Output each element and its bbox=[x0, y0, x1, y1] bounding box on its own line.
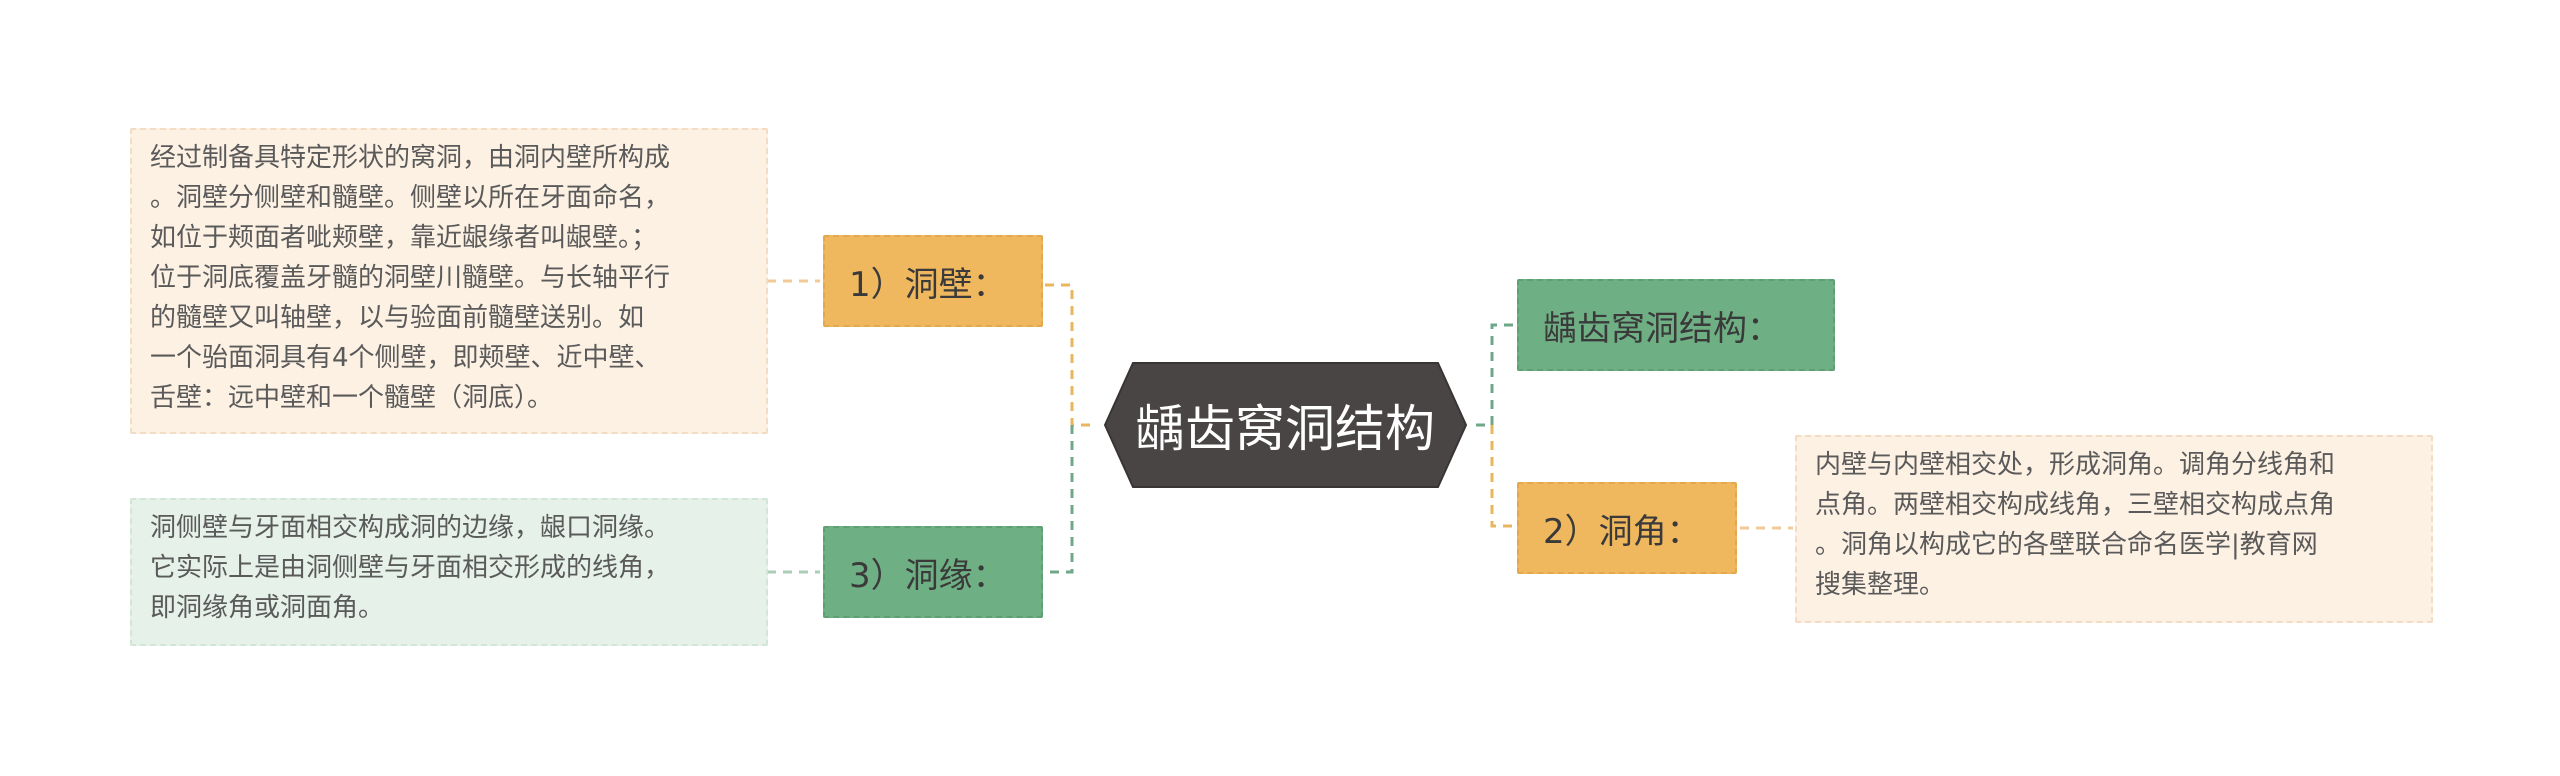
note-dongjiao: 内壁与内壁相交处，形成洞角。调角分线角和 点角。两壁相交构成线角，三壁相交构成点… bbox=[1795, 435, 2433, 623]
root-node-label[interactable]: 龋齿窝洞结构 bbox=[1135, 400, 1435, 458]
branch-jiegou[interactable]: 龋齿窝洞结构： bbox=[1517, 279, 1835, 371]
connector-root-to-dongjiao bbox=[1490, 425, 1515, 528]
connector-root-to-jiegou bbox=[1476, 323, 1515, 427]
branch-dongyuan[interactable]: 3）洞缘： bbox=[823, 526, 1043, 618]
root-node-shape bbox=[1103, 362, 1468, 488]
note-dongyuan: 洞侧壁与牙面相交构成洞的边缘，龈口洞缘。 它实际上是由洞侧壁与牙面相交形成的线角… bbox=[130, 498, 768, 646]
branch-dongjiao[interactable]: 2）洞角： bbox=[1517, 482, 1737, 574]
branch-dongbi[interactable]: 1）洞壁： bbox=[823, 235, 1043, 327]
connector-root-to-dongbi bbox=[1045, 283, 1090, 427]
note-dongbi: 经过制备具特定形状的窝洞，由洞内壁所构成 。洞壁分侧壁和髓壁。侧壁以所在牙面命名… bbox=[130, 128, 768, 434]
connector-root-to-dongyuan bbox=[1045, 425, 1074, 574]
